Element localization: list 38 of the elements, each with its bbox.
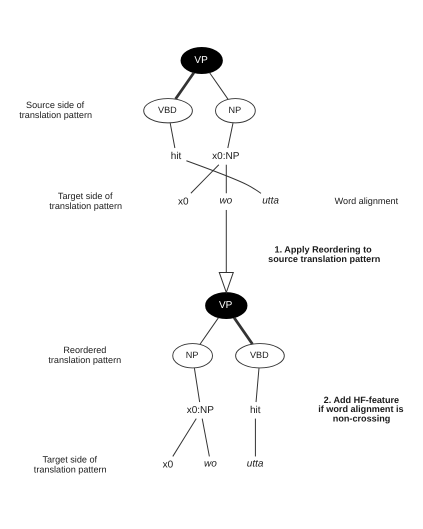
node-ellipse: VP	[205, 292, 248, 320]
connector	[174, 72, 196, 100]
node-ellipse: VBD	[143, 98, 193, 124]
node-text: hit	[170, 150, 182, 162]
arrow	[218, 209, 234, 294]
connector	[254, 418, 256, 457]
connector	[202, 418, 210, 457]
connector	[172, 418, 197, 457]
node-ellipse: VBD	[235, 343, 285, 368]
connector	[199, 317, 219, 345]
connector	[190, 164, 220, 194]
label: 2. Add HF-feature if word alignment is non-crossing	[318, 395, 404, 424]
connector	[226, 164, 227, 194]
node-ellipse: VP	[180, 47, 223, 74]
node-text: x0:NP	[186, 404, 214, 416]
node-ellipse: NP	[172, 343, 213, 368]
node-text: x0	[162, 460, 174, 471]
label: 1. Apply Reordering to source translation pattern	[268, 244, 380, 264]
label: Word alignment	[334, 196, 398, 206]
label: Reordered translation pattern	[48, 345, 122, 366]
node-text: utta	[246, 458, 264, 470]
node-text: hit	[250, 404, 261, 416]
node-text: wo	[219, 195, 232, 206]
connector	[256, 368, 260, 403]
connector	[232, 316, 254, 345]
node-text: utta	[262, 195, 279, 206]
label: Source side of translation pattern	[19, 100, 92, 120]
connector	[209, 72, 229, 100]
node-ellipse: NP	[215, 98, 256, 124]
connector	[227, 122, 234, 148]
node-text: wo	[204, 458, 217, 470]
connector	[194, 368, 200, 403]
label: Target side of translation pattern	[49, 190, 122, 211]
node-text: x0:NP	[212, 150, 240, 162]
label: Target side of translation pattern	[34, 454, 107, 474]
connector	[170, 122, 176, 148]
node-text: x0	[178, 196, 189, 208]
connector	[186, 160, 262, 194]
